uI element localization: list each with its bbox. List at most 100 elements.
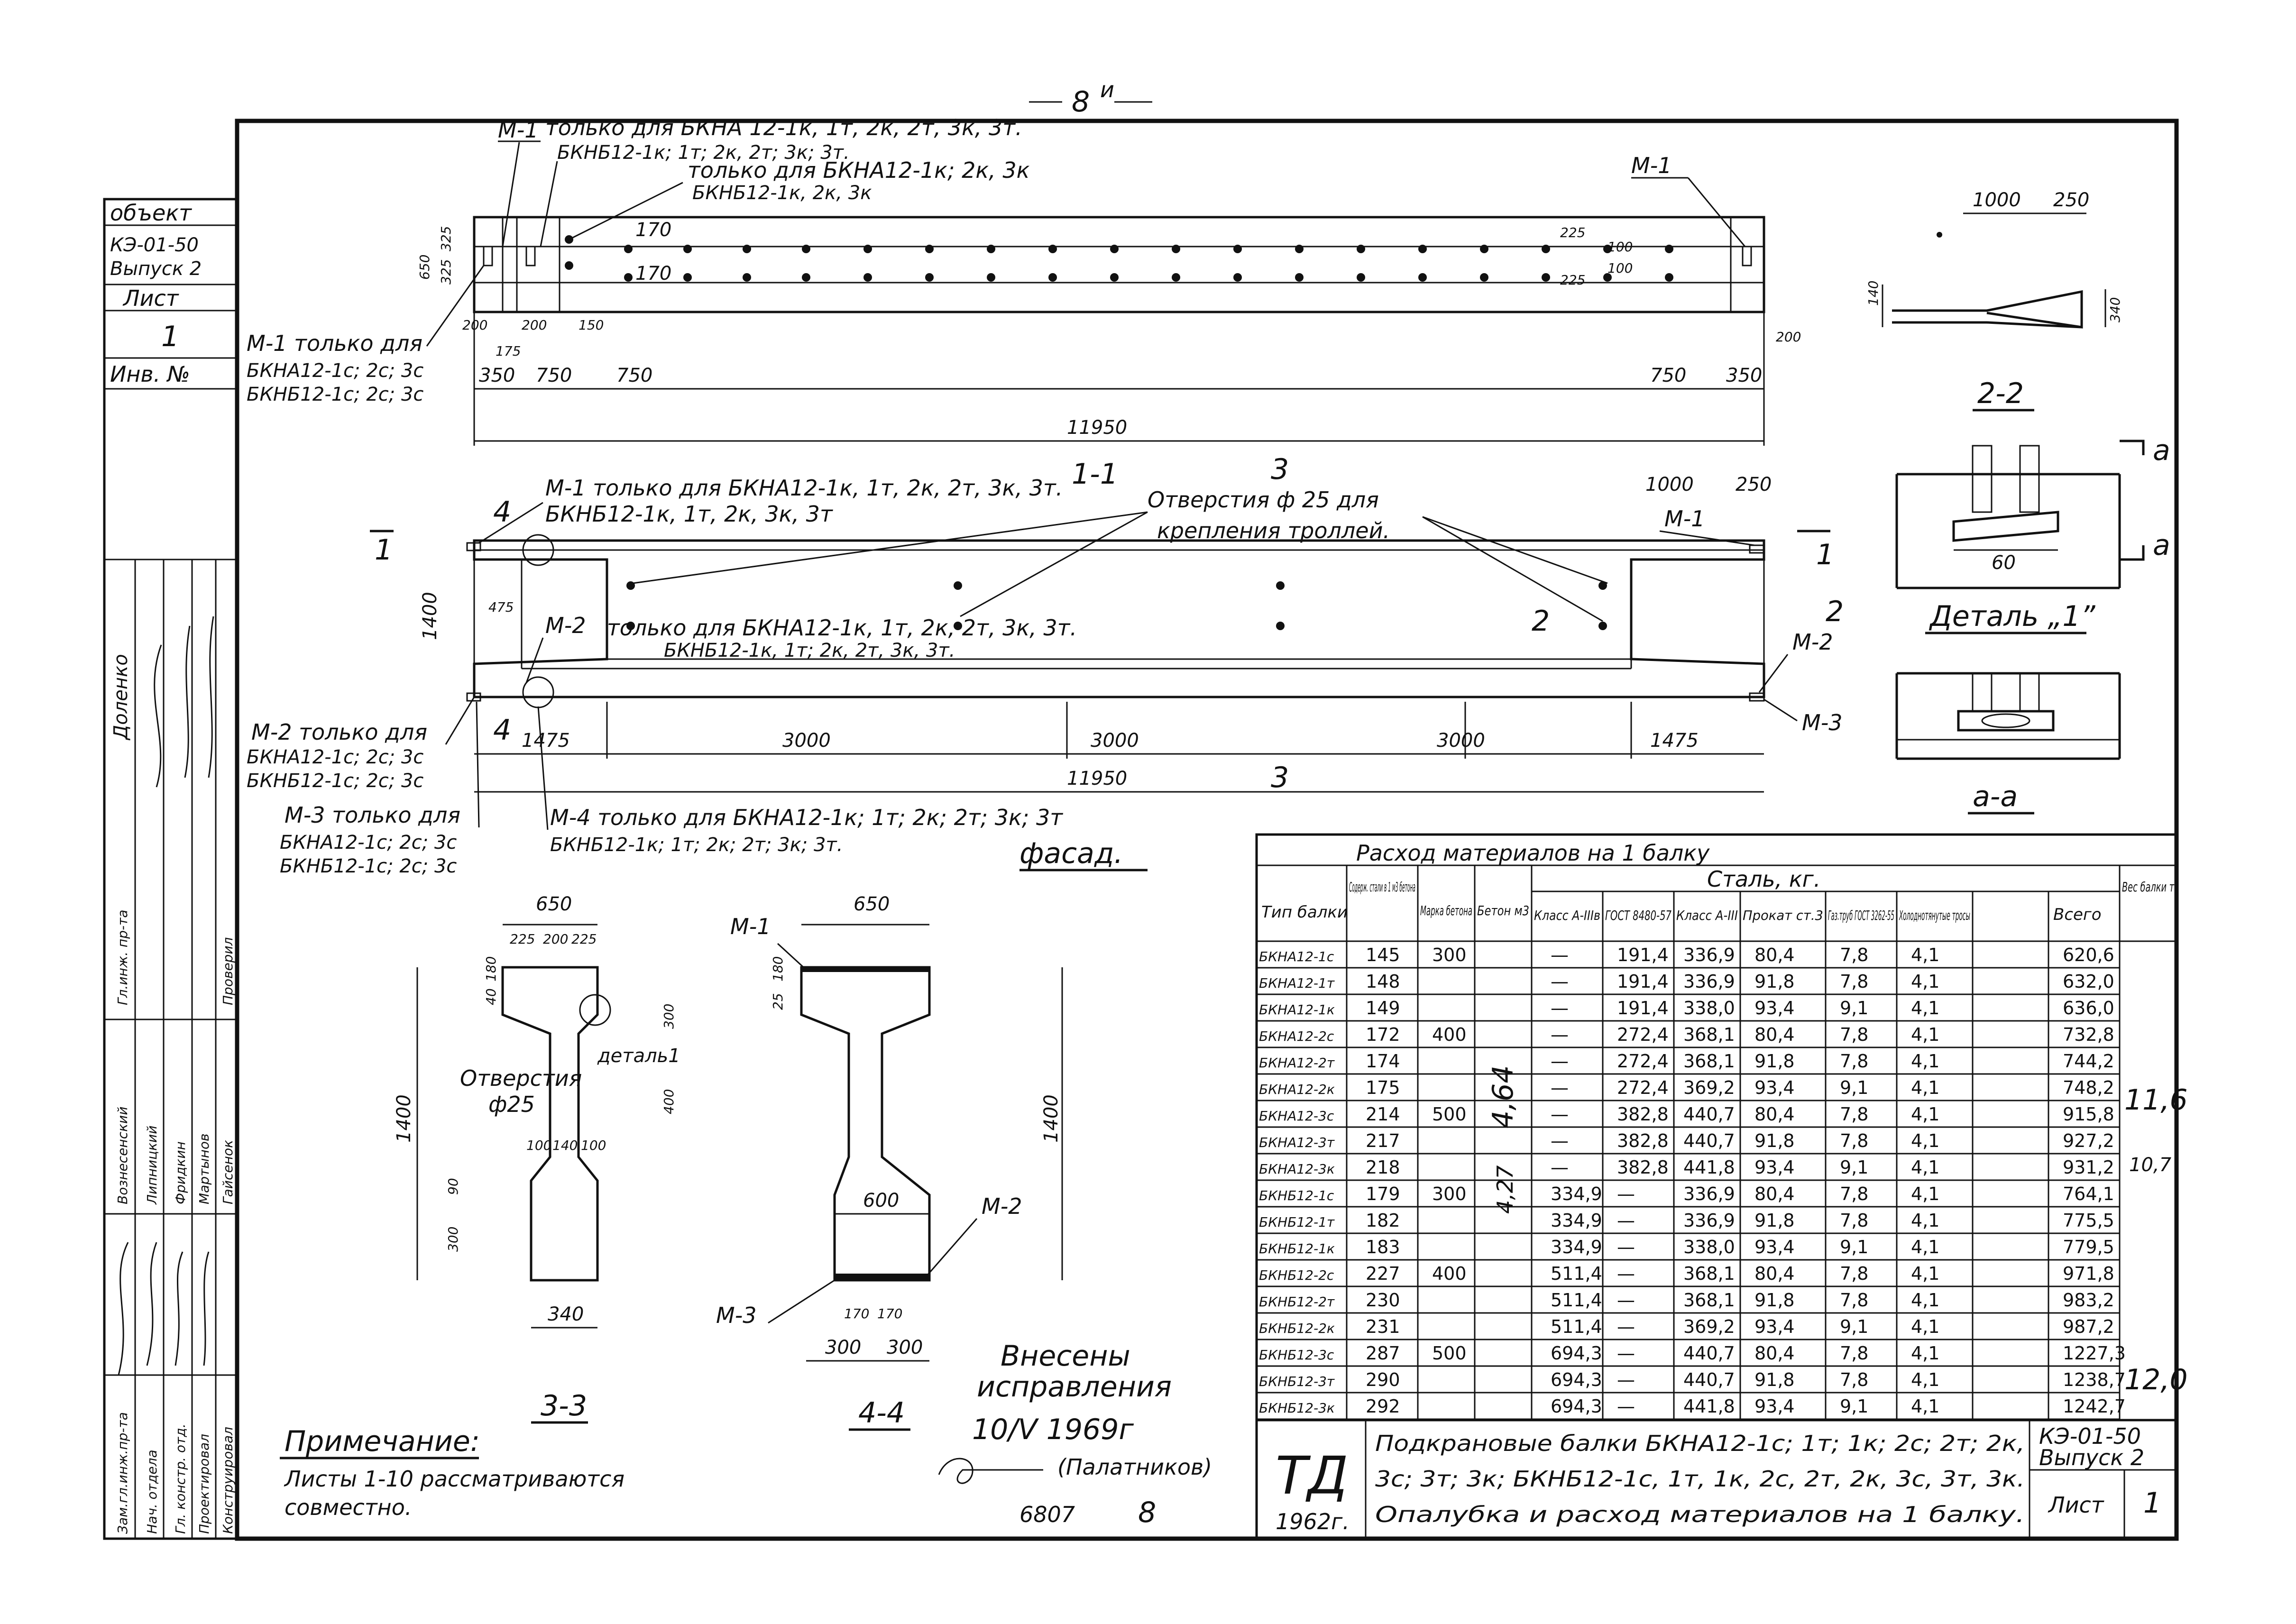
s22-title: 2-2 (1977, 377, 2024, 410)
section-mark-2: 2 (1532, 605, 1550, 638)
table-cell: 80,4 (1754, 1343, 1795, 1364)
table-cell: 227 (1366, 1263, 1400, 1284)
table-cell: — (1551, 1130, 1569, 1151)
table-title: Расход материалов на 1 балку (1356, 840, 1710, 866)
dim-475: 475 (488, 599, 514, 615)
table-cell-type: БКНА12-1с (1259, 949, 1334, 964)
section-mark-2: 2 (1826, 595, 1844, 628)
facade-left-m3-2: БКНА12-1с; 2с; 3с (280, 832, 457, 853)
table-cell: 93,4 (1754, 998, 1795, 1018)
table-cell: — (1551, 1051, 1569, 1072)
table-cell: 9,1 (1840, 1077, 1868, 1098)
s33-detail-label: деталь1 (597, 1045, 680, 1067)
plan-note-left-3: БКНБ12-1с; 2с; 3с (247, 384, 423, 405)
table-cell: 91,8 (1754, 1051, 1795, 1072)
s33-dim-300: 300 (445, 1227, 461, 1252)
table-cell: — (1617, 1290, 1635, 1311)
table-cell: 4,1 (1911, 1290, 1939, 1311)
s33-dim-1400: 1400 (393, 1094, 415, 1143)
dim-100: 100 (1607, 239, 1633, 255)
table-cell: 511,4 (1551, 1263, 1602, 1284)
col-gost: ГОСТ 8480-57 (1605, 908, 1671, 923)
facade-view: 1 1 2 2 3 3 4 4 М-1 только для БКНА12-1к… (247, 453, 1844, 877)
s44-dim-300: 300 (825, 1337, 861, 1358)
table-cell: 9,1 (1840, 1237, 1868, 1257)
sidebar: объект КЭ-01-50 Выпуск 2 Лист 1 Инв. № Д… (104, 200, 237, 1539)
table-cell: 300 (1432, 945, 1467, 965)
note-text-2: совместно. (285, 1495, 412, 1520)
table-cell: — (1617, 1343, 1635, 1364)
detail-dim-60: 60 (1992, 552, 2016, 574)
table-cell: 218 (1366, 1157, 1400, 1178)
table-cell: 440,7 (1683, 1104, 1735, 1125)
table-cell: 4,1 (1911, 1024, 1939, 1045)
section-title-1-1: 1-1 (1072, 458, 1118, 491)
sidebar-role-4: Проектировал (196, 1434, 212, 1534)
s44-dim-300: 300 (887, 1337, 923, 1358)
table-cell-type: БКНБ12-1т (1259, 1214, 1335, 1230)
dim-225: 225 (1560, 272, 1585, 288)
table-cell: 9,1 (1840, 1316, 1868, 1337)
s33-dim-100: 100 (581, 1138, 606, 1153)
s44-dim-180: 180 (770, 956, 786, 982)
corrections-signer: (Палатников) (1057, 1454, 1212, 1480)
title-block: ТД 1962г. Подкрановые балки БКНА12-1с; 1… (1255, 1419, 2178, 1540)
dim-200: 200 (1776, 329, 1801, 345)
plan-note-m1-4: БКНБ12-1к, 2к, 3к (692, 182, 872, 204)
table-cell: 179 (1366, 1184, 1400, 1204)
facade-note-m1b: БКНБ12-1к, 1т, 2к, 3к, 3т (545, 501, 833, 527)
table-cell: 91,8 (1754, 971, 1795, 992)
dim-350: 350 (479, 365, 515, 386)
sidebar-name-martynov: Мартынов (196, 1134, 212, 1204)
table-cell: 764,1 (2063, 1184, 2114, 1204)
corrections-line-1: Внесены (1001, 1340, 1130, 1373)
table-cell: 732,8 (2063, 1024, 2114, 1045)
table-cell: 744,2 (2063, 1051, 2114, 1072)
page-number-suffix: и (1100, 77, 1114, 102)
plan-mark-m1-right: М-1 (1631, 153, 1672, 178)
table-cell: 172 (1366, 1024, 1400, 1045)
s44-dim-25: 25 (770, 993, 786, 1010)
section-4-4: 650 25 180 600 1400 170 170 300 300 М-1 … (716, 893, 1063, 1431)
s33-dim-200: 200 (543, 931, 568, 947)
table-cell: 620,6 (2063, 945, 2114, 965)
dim-1475: 1475 (522, 730, 570, 752)
s33-dim-180: 180 (483, 956, 499, 982)
sidebar-approved: Проверил (220, 937, 236, 1005)
table-cell-type: БКНА12-1т (1259, 975, 1335, 991)
table-cell: 336,9 (1683, 1210, 1735, 1231)
table-cell: 336,9 (1683, 971, 1735, 992)
table-cell: 971,8 (2063, 1263, 2114, 1284)
facade-mark-m3: М-3 (1802, 710, 1843, 735)
s33-dim-40: 40 (483, 988, 499, 1005)
materials-table: Расход материалов на 1 балку Сталь, кг. … (1255, 833, 2188, 1422)
table-cell: 191,4 (1617, 971, 1669, 992)
table-cell-type: БКНБ12-2к (1259, 1321, 1335, 1336)
title-year: 1962г. (1276, 1509, 1350, 1534)
detail-mark-a: а (2153, 529, 2170, 562)
detail-mark-a: а (2153, 434, 2170, 467)
table-cell: 4,1 (1911, 1184, 1939, 1204)
dim-100: 100 (1607, 260, 1633, 276)
table-cell: 9,1 (1840, 1157, 1868, 1178)
sidebar-object-code: КЭ-01-50 (110, 234, 199, 256)
table-cell-type: БКНА12-2к (1259, 1082, 1335, 1097)
detail-title: Деталь „1” (1929, 600, 2096, 633)
section-aa-title: а-а (1973, 780, 2018, 813)
table-cell-type: БКНА12-3с (1259, 1108, 1334, 1124)
title-line-1: Подкрановые балки БКНА12-1с; 1т; 1к; 2с;… (1375, 1431, 2025, 1456)
section-mark-4: 4 (493, 714, 511, 747)
table-cell: 440,7 (1683, 1343, 1735, 1364)
table-cell: 230 (1366, 1290, 1400, 1311)
table-cell: — (1551, 971, 1569, 992)
facade-left-m2-1: М-2 только для (251, 719, 427, 745)
table-cell: 4,1 (1911, 1316, 1939, 1337)
table-cell: 4,1 (1911, 1130, 1939, 1151)
table-cell: 292 (1366, 1396, 1400, 1417)
s33-dim-300: 300 (661, 1004, 677, 1029)
table-cell: 7,8 (1840, 1024, 1868, 1045)
sidebar-name-gaysenok: Гайсенок (220, 1140, 236, 1204)
table-cell: 7,8 (1840, 1290, 1868, 1311)
sidebar-issue: Выпуск 2 (110, 258, 202, 280)
